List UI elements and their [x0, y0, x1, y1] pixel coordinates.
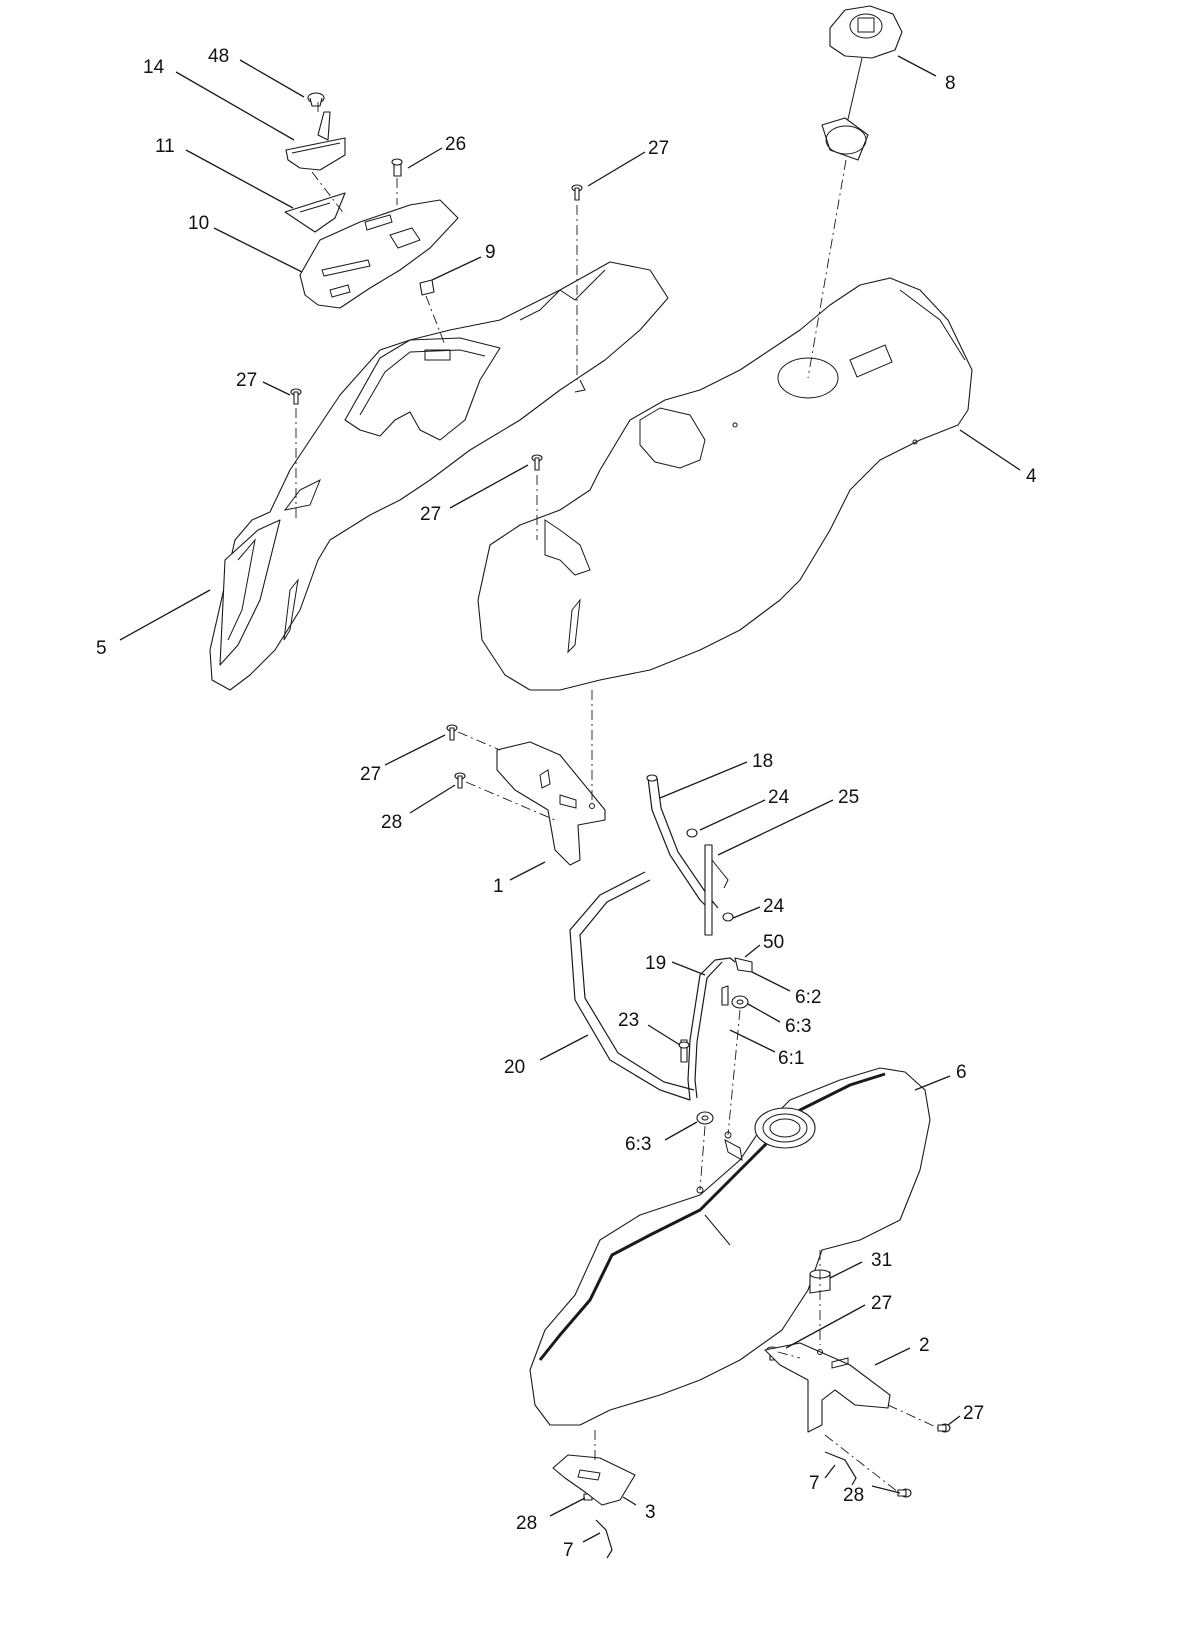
callout-8: 8: [945, 73, 956, 94]
part-1-bracket: [496, 741, 606, 866]
bolt-27-c: [531, 454, 543, 471]
part-5-side-cover: [209, 261, 669, 691]
centerlines: [295, 102, 939, 1493]
callout-28: 28: [843, 1485, 864, 1506]
callout-20: 20: [504, 1057, 525, 1078]
callout-26: 26: [445, 134, 466, 155]
part-4-tank-cover: [477, 277, 973, 691]
callout-10: 10: [188, 213, 209, 234]
bolt-27-d: [446, 724, 458, 741]
callout-19: 19: [645, 953, 666, 974]
callout-6-3: 6:3: [625, 1134, 651, 1155]
bolt-27-f: [937, 1423, 951, 1433]
callout-31: 31: [871, 1250, 892, 1271]
part-10-control-panel: [299, 199, 459, 309]
callout-27: 27: [360, 764, 381, 785]
callout-5: 5: [96, 638, 107, 659]
callout-50: 50: [763, 932, 784, 953]
callout-2: 2: [919, 1335, 930, 1356]
callout-28: 28: [381, 812, 402, 833]
part-23-fitting: [678, 1039, 690, 1063]
part-6-2-valve: [721, 985, 729, 1006]
part-48-knob: [307, 92, 325, 107]
part-7-clip-a: [824, 1451, 857, 1486]
part-6-3-grommet-a: [731, 995, 749, 1009]
callout-6: 6: [956, 1062, 967, 1083]
part-20-hose: [569, 871, 695, 1101]
callout-27: 27: [236, 370, 257, 391]
part-8-fuel-cap: [821, 5, 903, 161]
part-7-clip-b: [595, 1519, 613, 1559]
part-2-bracket: [764, 1342, 891, 1433]
part-25-sensor: [704, 844, 729, 936]
part-9-clip: [419, 279, 435, 296]
callout-7: 7: [809, 1473, 820, 1494]
callout-3: 3: [645, 1502, 656, 1523]
callout-28: 28: [516, 1513, 537, 1534]
callout-1: 1: [493, 876, 504, 897]
part-50-fitting: [734, 957, 753, 973]
callout-7: 7: [563, 1540, 574, 1561]
part-3-bracket: [552, 1454, 636, 1506]
bolt-27-a: [571, 184, 583, 201]
bolt-28-a: [454, 772, 466, 789]
part-24-clamp-a: [686, 828, 698, 838]
callout-27: 27: [963, 1403, 984, 1424]
callouts: 48 14 11 26 27 10 9 8 4 27 27 5 27 28 1 …: [96, 46, 1037, 1561]
part-24-clamp-b: [722, 912, 734, 922]
callout-23: 23: [618, 1010, 639, 1031]
bolt-27-b: [290, 388, 302, 405]
callout-14: 14: [143, 57, 165, 78]
callout-25: 25: [838, 787, 859, 808]
fasteners: [290, 184, 951, 1501]
callout-27: 27: [871, 1293, 892, 1314]
callout-9: 9: [485, 242, 496, 263]
part-6-3-grommet-b: [696, 1111, 714, 1125]
leader-lines: [119, 55, 1021, 1543]
callout-6-3: 6:3: [785, 1016, 811, 1037]
callout-48: 48: [208, 46, 229, 67]
callout-6-2: 6:2: [795, 987, 821, 1008]
part-6-fuel-tank: [529, 1067, 931, 1426]
part-19-hose: [687, 957, 736, 1101]
bolt-28-b: [897, 1488, 912, 1498]
callout-24: 24: [768, 787, 790, 808]
part-26-screw: [391, 158, 403, 177]
callout-11: 11: [155, 136, 175, 157]
callout-18: 18: [752, 751, 773, 772]
callout-4: 4: [1026, 466, 1037, 487]
callout-27: 27: [420, 504, 441, 525]
callout-24: 24: [763, 896, 785, 917]
callout-6-1: 6:1: [778, 1048, 804, 1069]
part-11-decal: [284, 192, 346, 233]
callout-27: 27: [648, 138, 669, 159]
part-14-lever: [285, 111, 346, 171]
